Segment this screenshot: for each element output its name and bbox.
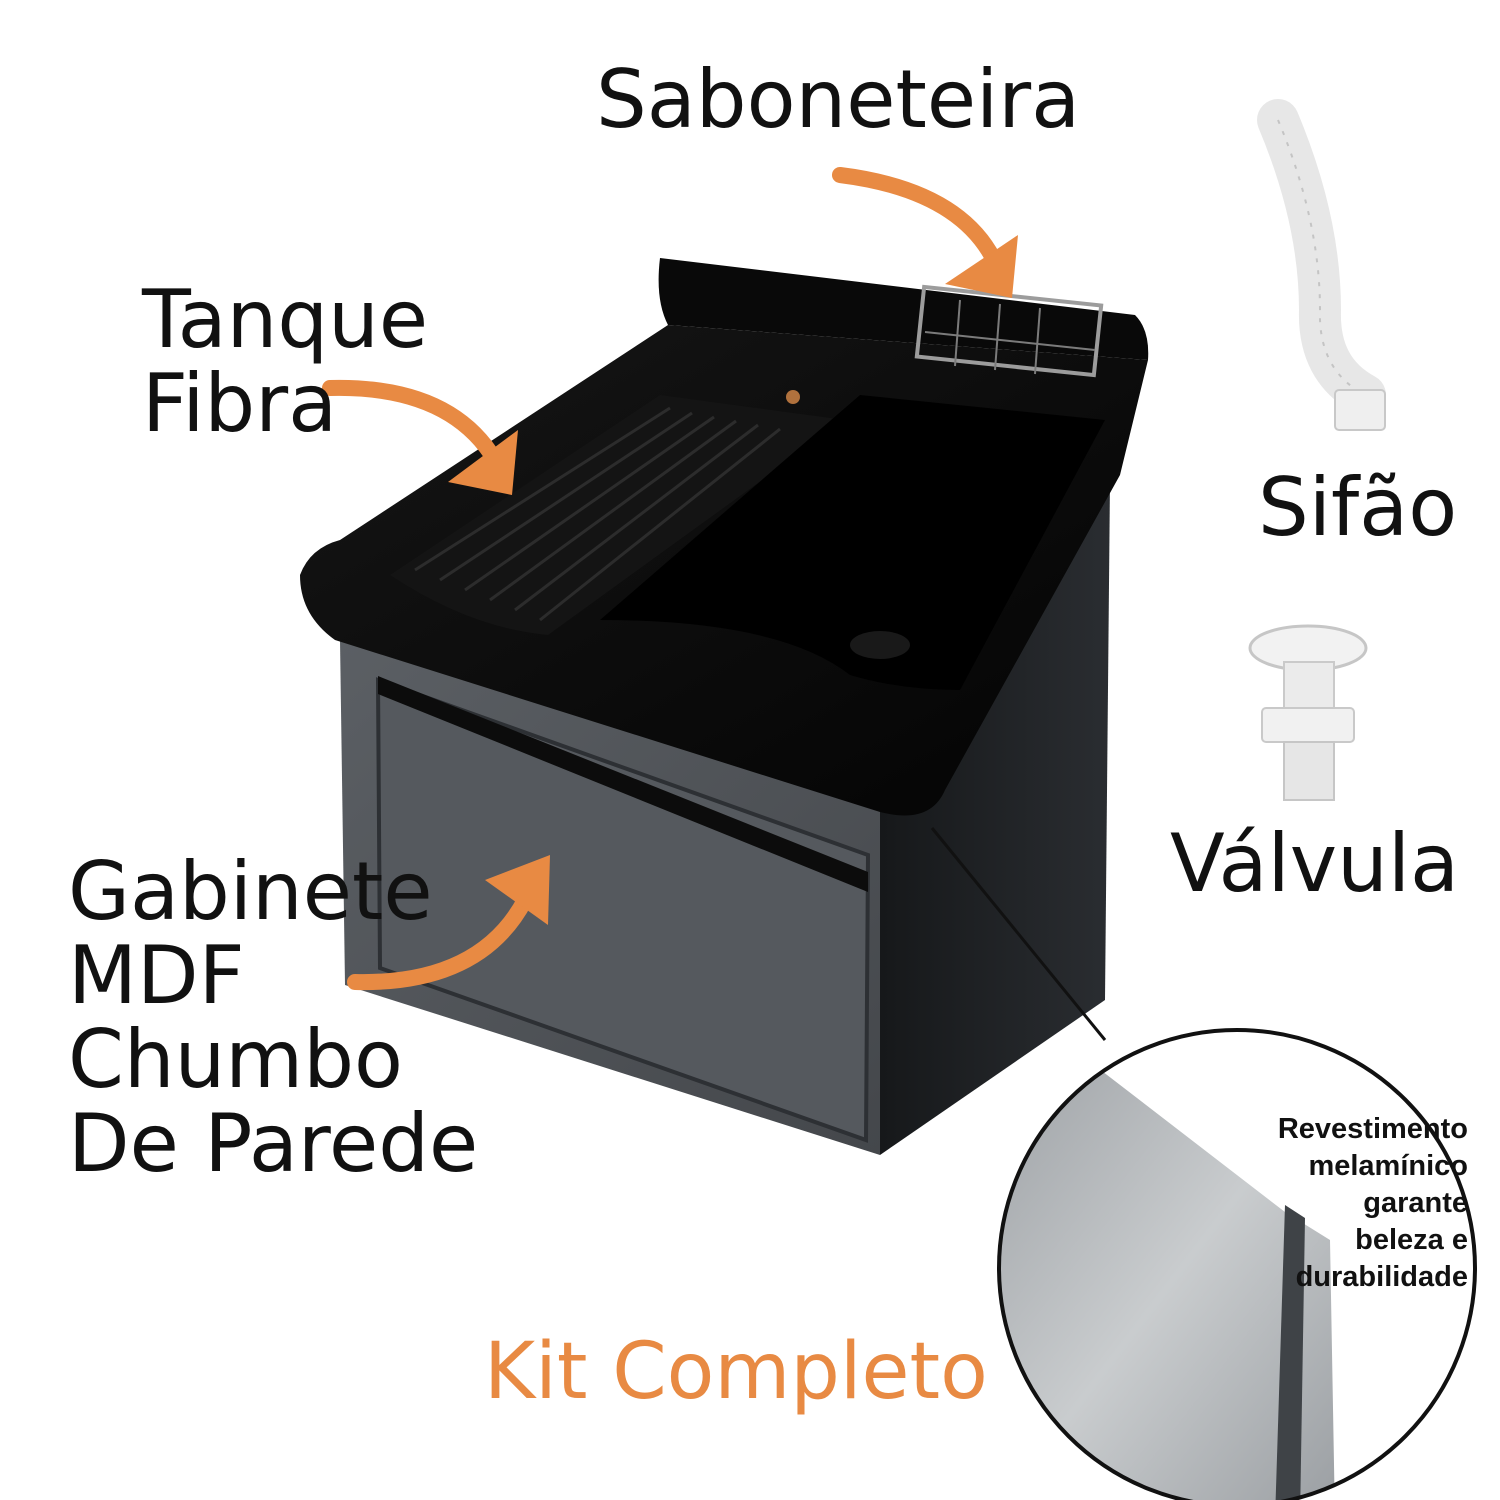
label-gabinete-line-1: Gabinete bbox=[68, 845, 433, 938]
sink-basin bbox=[600, 395, 1105, 690]
label-saboneteira: Saboneteira bbox=[596, 53, 1081, 146]
arrows bbox=[322, 167, 1018, 991]
siphon-hose-outline bbox=[1277, 119, 1366, 396]
drain-valve-body bbox=[1283, 661, 1335, 711]
siphon-hose-body bbox=[1257, 99, 1386, 416]
drain-valve-thread bbox=[1283, 741, 1335, 801]
sink-backsplash bbox=[658, 258, 1149, 360]
melamine-detail-edge bbox=[1275, 1205, 1305, 1500]
label-sifao: Sifão bbox=[1258, 461, 1458, 554]
sink-drain bbox=[850, 631, 910, 659]
arrow-icon bbox=[347, 892, 533, 991]
label-gabinete-line-2: MDF bbox=[68, 929, 245, 1022]
arrow-icon bbox=[485, 855, 550, 925]
label-revestimento-line-5: durabilidade bbox=[1295, 1261, 1468, 1294]
soap-dish-icon bbox=[914, 284, 1104, 378]
label-revestimento-line-3: garante bbox=[1363, 1187, 1468, 1220]
label-valvula: Válvula bbox=[1170, 817, 1460, 910]
melamine-detail-face bbox=[999, 1068, 1335, 1500]
arrow-icon bbox=[448, 430, 518, 495]
label-tanque-line-2: Fibra bbox=[142, 357, 338, 450]
faucet-hole bbox=[786, 390, 800, 404]
cabinet-door-handle-groove bbox=[378, 676, 868, 892]
cabinet-side bbox=[880, 480, 1110, 1155]
drain-valve-nut bbox=[1261, 707, 1355, 743]
label-revestimento-line-2: melamínico bbox=[1308, 1150, 1468, 1183]
siphon-hose-coupling bbox=[1334, 389, 1386, 431]
label-tanque-line-1: Tanque bbox=[142, 273, 429, 366]
cabinet-door-panel bbox=[375, 677, 871, 1143]
label-kit-completo: Kit Completo bbox=[484, 1327, 988, 1417]
detail-pointer-line bbox=[930, 827, 1107, 1041]
washboard bbox=[390, 395, 845, 635]
label-revestimento: Revestimento melamínico garante beleza e… bbox=[1196, 1111, 1468, 1297]
label-revestimento-line-1: Revestimento bbox=[1277, 1113, 1468, 1145]
arrow-icon bbox=[322, 379, 503, 468]
label-tanque-fibra: Tanque Fibra bbox=[142, 278, 428, 446]
arrow-icon bbox=[945, 235, 1018, 298]
drain-valve-icon bbox=[1248, 624, 1368, 801]
melamine-detail-icon bbox=[997, 1028, 1477, 1500]
label-gabinete-line-3: Chumbo bbox=[68, 1013, 403, 1106]
soap-dish-wires bbox=[924, 299, 1096, 375]
siphon-hose-icon bbox=[1257, 99, 1386, 431]
washboard-ribs bbox=[414, 406, 781, 622]
label-revestimento-line-4: beleza e bbox=[1355, 1224, 1468, 1257]
arrow-icon bbox=[832, 167, 1003, 270]
label-gabinete: Gabinete MDF Chumbo De Parede bbox=[68, 850, 478, 1186]
label-gabinete-line-4: De Parede bbox=[68, 1097, 479, 1190]
